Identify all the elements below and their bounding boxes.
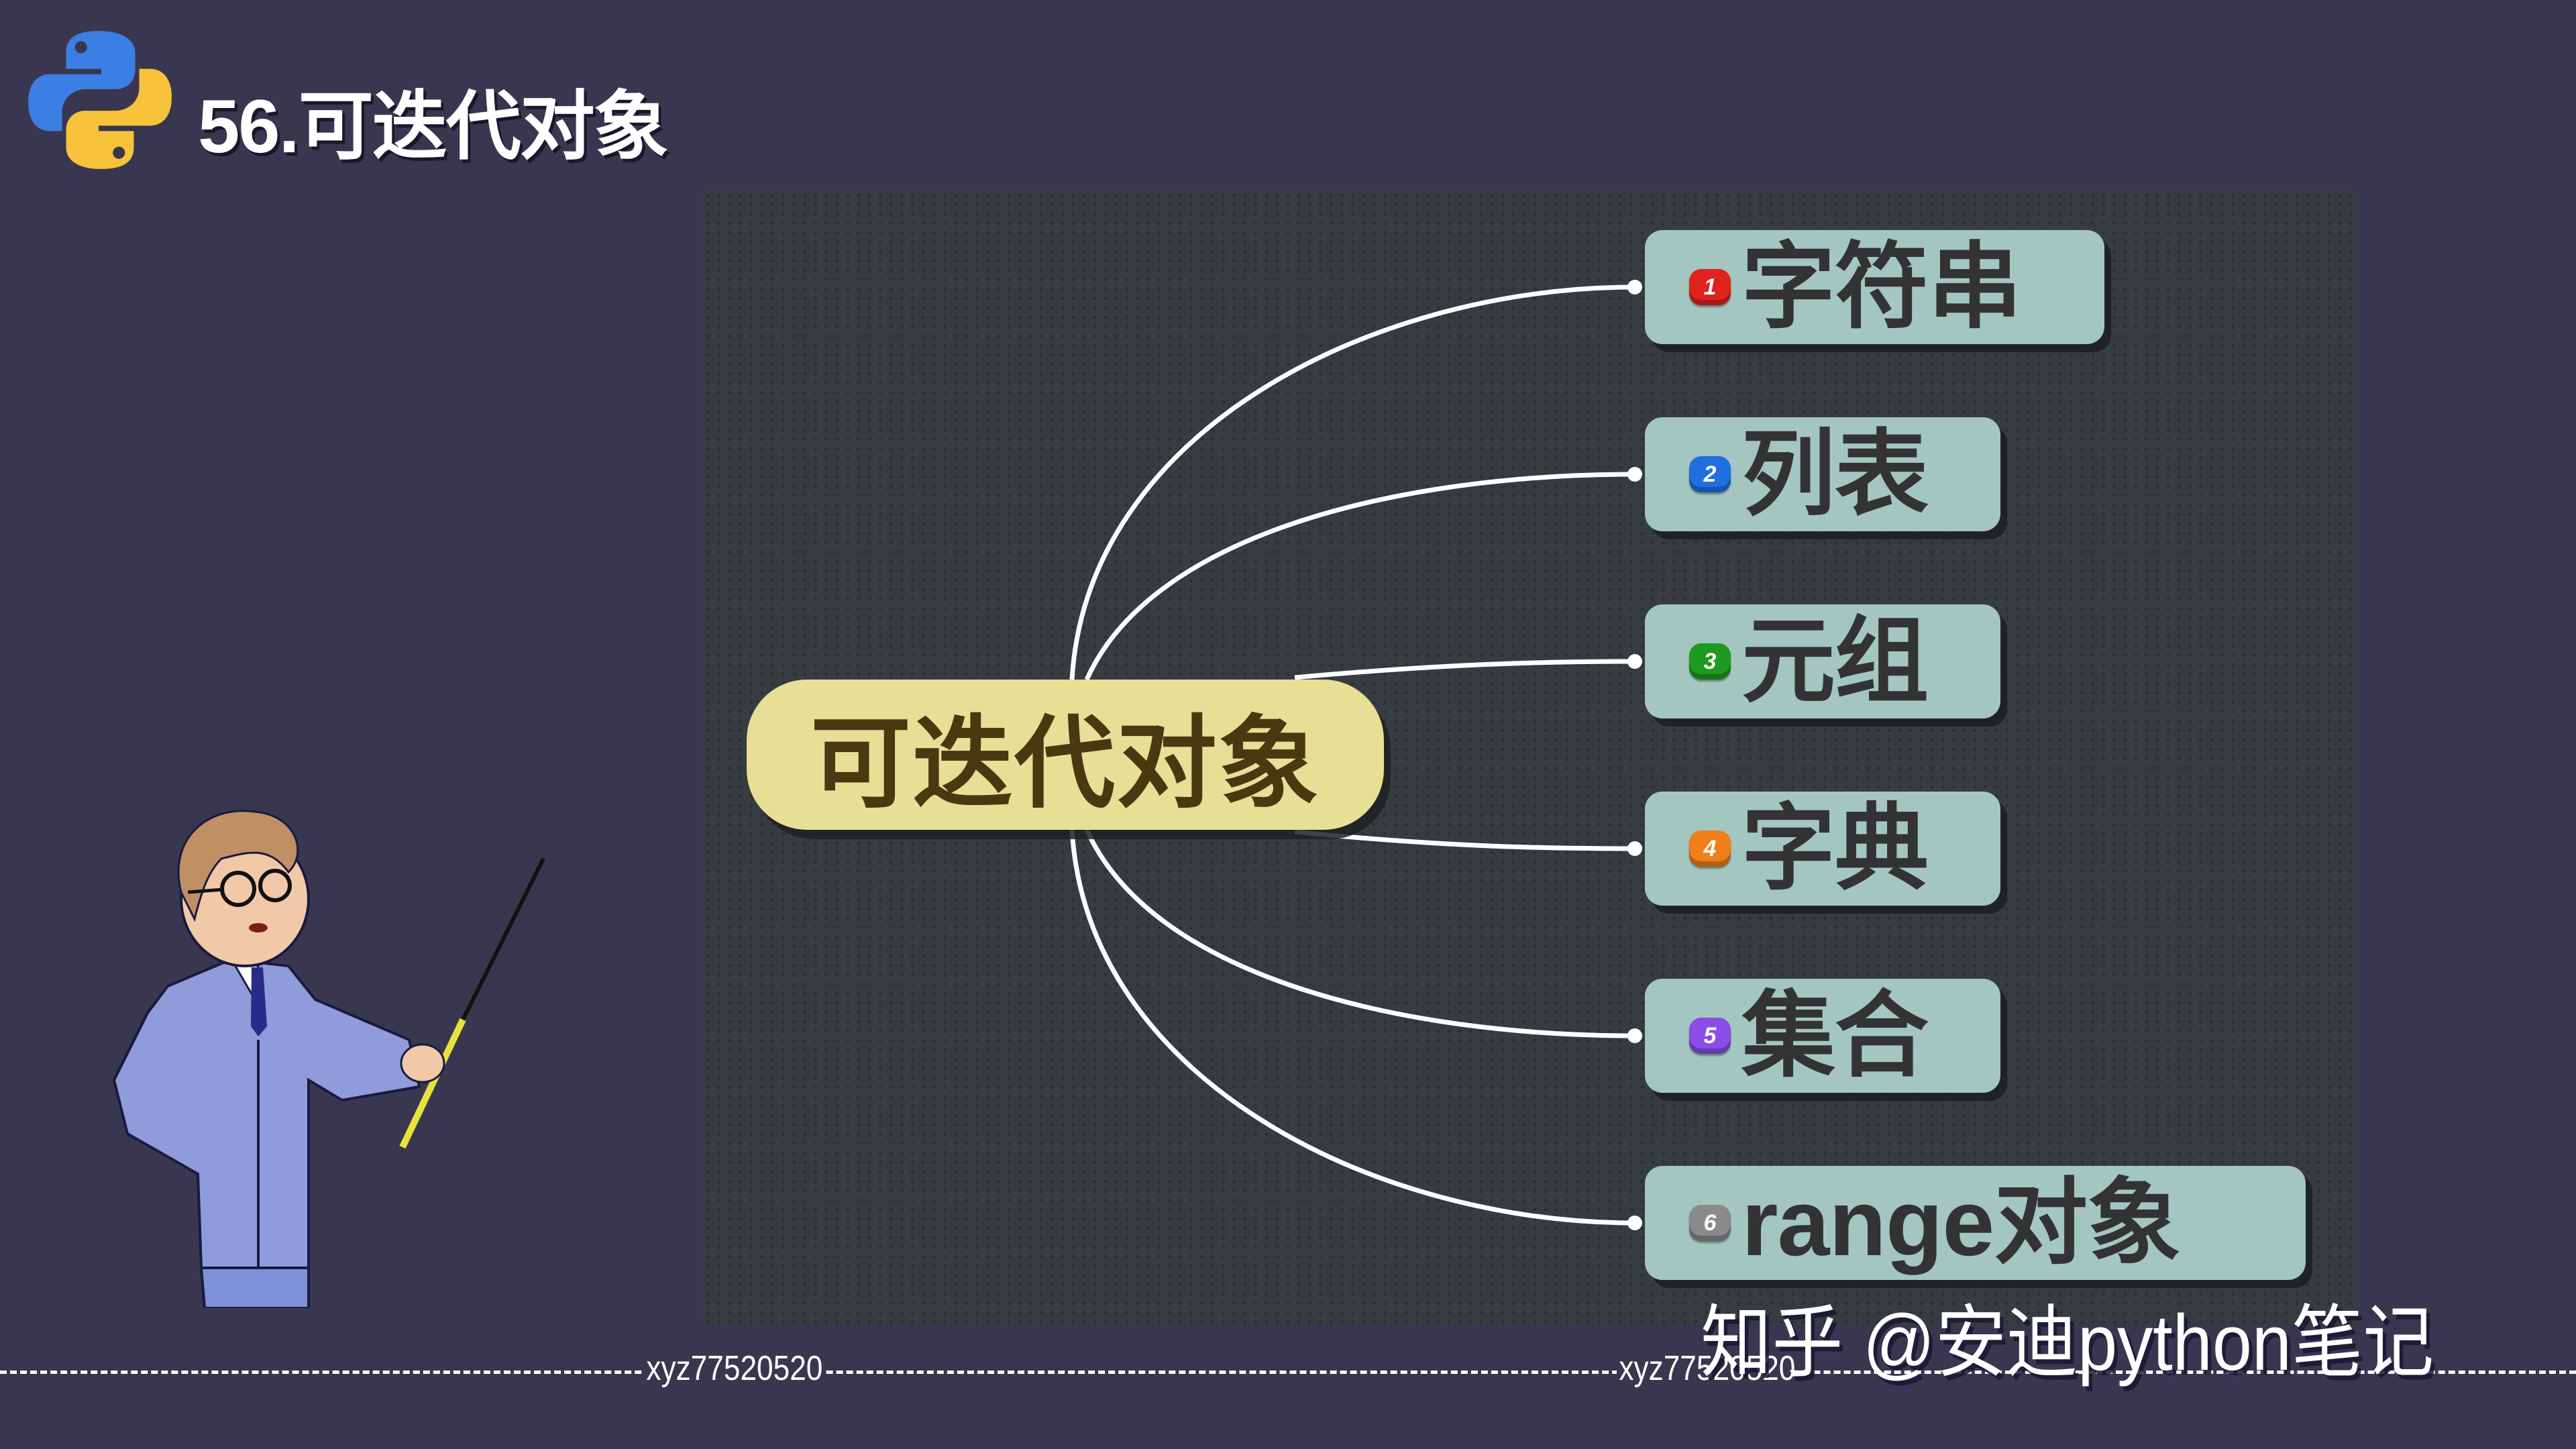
python-logo-icon bbox=[28, 31, 172, 169]
number-5-badge-icon: 5 bbox=[1689, 1018, 1731, 1054]
teacher-pointer-illustration bbox=[112, 810, 545, 1308]
page-title: 56.可迭代对象 bbox=[198, 85, 669, 168]
mindmap-node-tuple[interactable]: 3 元组 bbox=[1645, 604, 2000, 718]
node-label: 列表 bbox=[1741, 421, 1929, 527]
node-label: 元组 bbox=[1741, 608, 1929, 714]
node-label: 字典 bbox=[1741, 796, 1929, 901]
mindmap-root-node[interactable]: 可迭代对象 bbox=[747, 680, 1384, 830]
id-watermark-right: xyz77520520 bbox=[1617, 1348, 1798, 1389]
number-6-badge-icon: 6 bbox=[1689, 1205, 1731, 1241]
number-3-badge-icon: 3 bbox=[1689, 643, 1731, 680]
mindmap-node-range[interactable]: 6 range对象 bbox=[1645, 1166, 2306, 1280]
number-2-badge-icon: 2 bbox=[1689, 456, 1731, 492]
mindmap-node-list[interactable]: 2 列表 bbox=[1645, 417, 2000, 531]
id-watermark-left: xyz77520520 bbox=[644, 1348, 825, 1389]
number-1-badge-icon: 1 bbox=[1689, 269, 1731, 305]
number-4-badge-icon: 4 bbox=[1689, 830, 1731, 867]
mindmap-node-string[interactable]: 1 字符串 bbox=[1645, 230, 2104, 344]
zhihu-watermark: 知乎 @安迪python笔记 bbox=[1701, 1299, 2434, 1387]
node-label: range对象 bbox=[1741, 1170, 2181, 1275]
node-label: 字符串 bbox=[1741, 234, 2022, 339]
root-node-label: 可迭代对象 bbox=[810, 706, 1320, 820]
mindmap-node-dict[interactable]: 4 字典 bbox=[1645, 792, 2000, 906]
node-label: 集合 bbox=[1741, 983, 1929, 1088]
mindmap-node-set[interactable]: 5 集合 bbox=[1645, 979, 2000, 1093]
dashed-divider bbox=[0, 1371, 2576, 1374]
